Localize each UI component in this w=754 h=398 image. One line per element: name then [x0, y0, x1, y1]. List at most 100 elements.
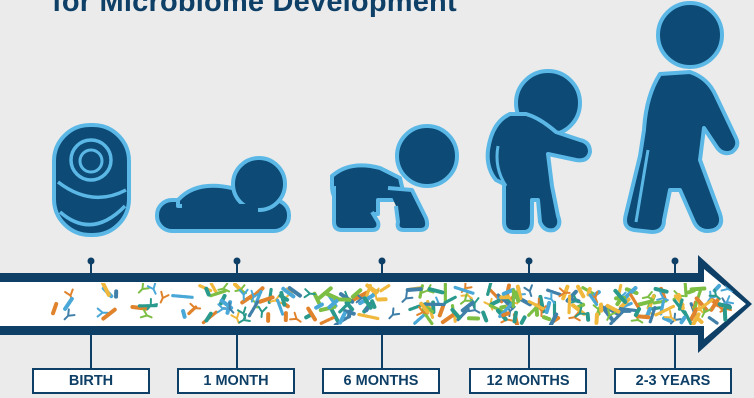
microbe: [548, 312, 559, 328]
microbe: [405, 287, 423, 292]
microbe: [209, 289, 227, 298]
microbe: [281, 286, 296, 299]
connector-dot: [525, 257, 533, 265]
microbe: [653, 286, 669, 294]
microbe: [146, 281, 157, 295]
microbe: [187, 304, 198, 316]
microbe: [486, 280, 493, 297]
stage-label-6-months: 6 MONTHS: [322, 368, 440, 394]
microbe: [708, 288, 721, 300]
microbe: [569, 294, 583, 305]
microbe: [257, 305, 268, 319]
microbe: [338, 299, 352, 314]
microbe: [421, 284, 435, 294]
microbe: [605, 303, 621, 314]
microbe: [209, 282, 219, 296]
microbe: [654, 304, 676, 317]
microbe: [450, 307, 462, 320]
microbe: [641, 291, 655, 301]
microbe: [51, 301, 59, 316]
microbe: [513, 290, 521, 304]
microbe: [722, 307, 728, 322]
stage-label-2-3-years: 2-3 YEARS: [614, 368, 732, 394]
microbe: [649, 305, 664, 311]
microbe: [635, 314, 651, 320]
microbe: [544, 291, 556, 305]
microbe: [247, 300, 260, 318]
microbe: [679, 315, 687, 325]
microbe: [388, 307, 401, 320]
microbe: [443, 295, 457, 305]
microbe: [346, 309, 352, 319]
microbe: [159, 290, 170, 304]
microbe: [697, 298, 714, 312]
microbe: [501, 311, 511, 318]
microbe: [338, 311, 347, 325]
microbe: [287, 286, 302, 298]
microbe: [519, 315, 527, 325]
timeline-connectors: [87, 257, 679, 368]
microbe: [96, 307, 109, 318]
microbe: [357, 312, 380, 321]
microbe: [568, 311, 581, 322]
swaddled-infant-icon: [52, 123, 131, 237]
microbe: [317, 286, 333, 300]
microbe: [204, 286, 211, 297]
microbe: [501, 287, 516, 296]
microbe: [181, 309, 187, 319]
microbe: [613, 288, 628, 304]
page-title: for Microbiome Development: [52, 0, 457, 18]
microbe: [588, 293, 599, 306]
microbe: [677, 297, 685, 311]
microbe: [63, 308, 76, 321]
microbe: [240, 293, 256, 305]
microbe: [238, 288, 249, 301]
microbe: [364, 283, 372, 300]
microbe: [481, 310, 489, 323]
microbe: [567, 293, 572, 315]
microbe: [369, 287, 380, 301]
microbe: [459, 293, 473, 305]
microbe: [609, 310, 624, 326]
microbe: [689, 286, 707, 292]
microbe: [350, 288, 363, 299]
microbe: [466, 316, 481, 321]
microbe: [527, 300, 545, 311]
microbe: [519, 297, 533, 307]
microbe: [370, 299, 377, 309]
microbe: [546, 288, 562, 297]
microbe: [171, 294, 194, 299]
microbe: [216, 303, 229, 314]
microbe: [376, 297, 388, 302]
microbe: [289, 311, 302, 323]
microbe: [558, 287, 571, 298]
microbe: [137, 281, 150, 294]
microbe: [408, 301, 429, 312]
microbe: [663, 310, 676, 322]
microbe: [707, 316, 720, 326]
microbe: [303, 288, 316, 299]
microbe: [601, 305, 614, 321]
toddler-icon: [485, 69, 592, 234]
microbe: [499, 295, 511, 300]
microbe: [717, 302, 732, 310]
microbe: [423, 304, 435, 314]
microbe-scatter: [51, 279, 735, 331]
microbe: [571, 303, 586, 316]
microbe: [599, 302, 604, 313]
microbe: [100, 281, 111, 297]
microbe: [460, 300, 475, 313]
walking-child-icon: [623, 1, 740, 234]
microbe: [258, 295, 275, 304]
microbe: [327, 299, 339, 310]
microbe: [440, 313, 455, 325]
connector-dot: [378, 257, 386, 265]
crawling-baby-icon: [330, 124, 459, 232]
microbe: [427, 287, 445, 295]
microbe: [238, 313, 251, 324]
microbe: [694, 296, 709, 312]
microbe: [230, 311, 240, 325]
microbe: [413, 312, 427, 325]
microbe: [606, 308, 617, 321]
